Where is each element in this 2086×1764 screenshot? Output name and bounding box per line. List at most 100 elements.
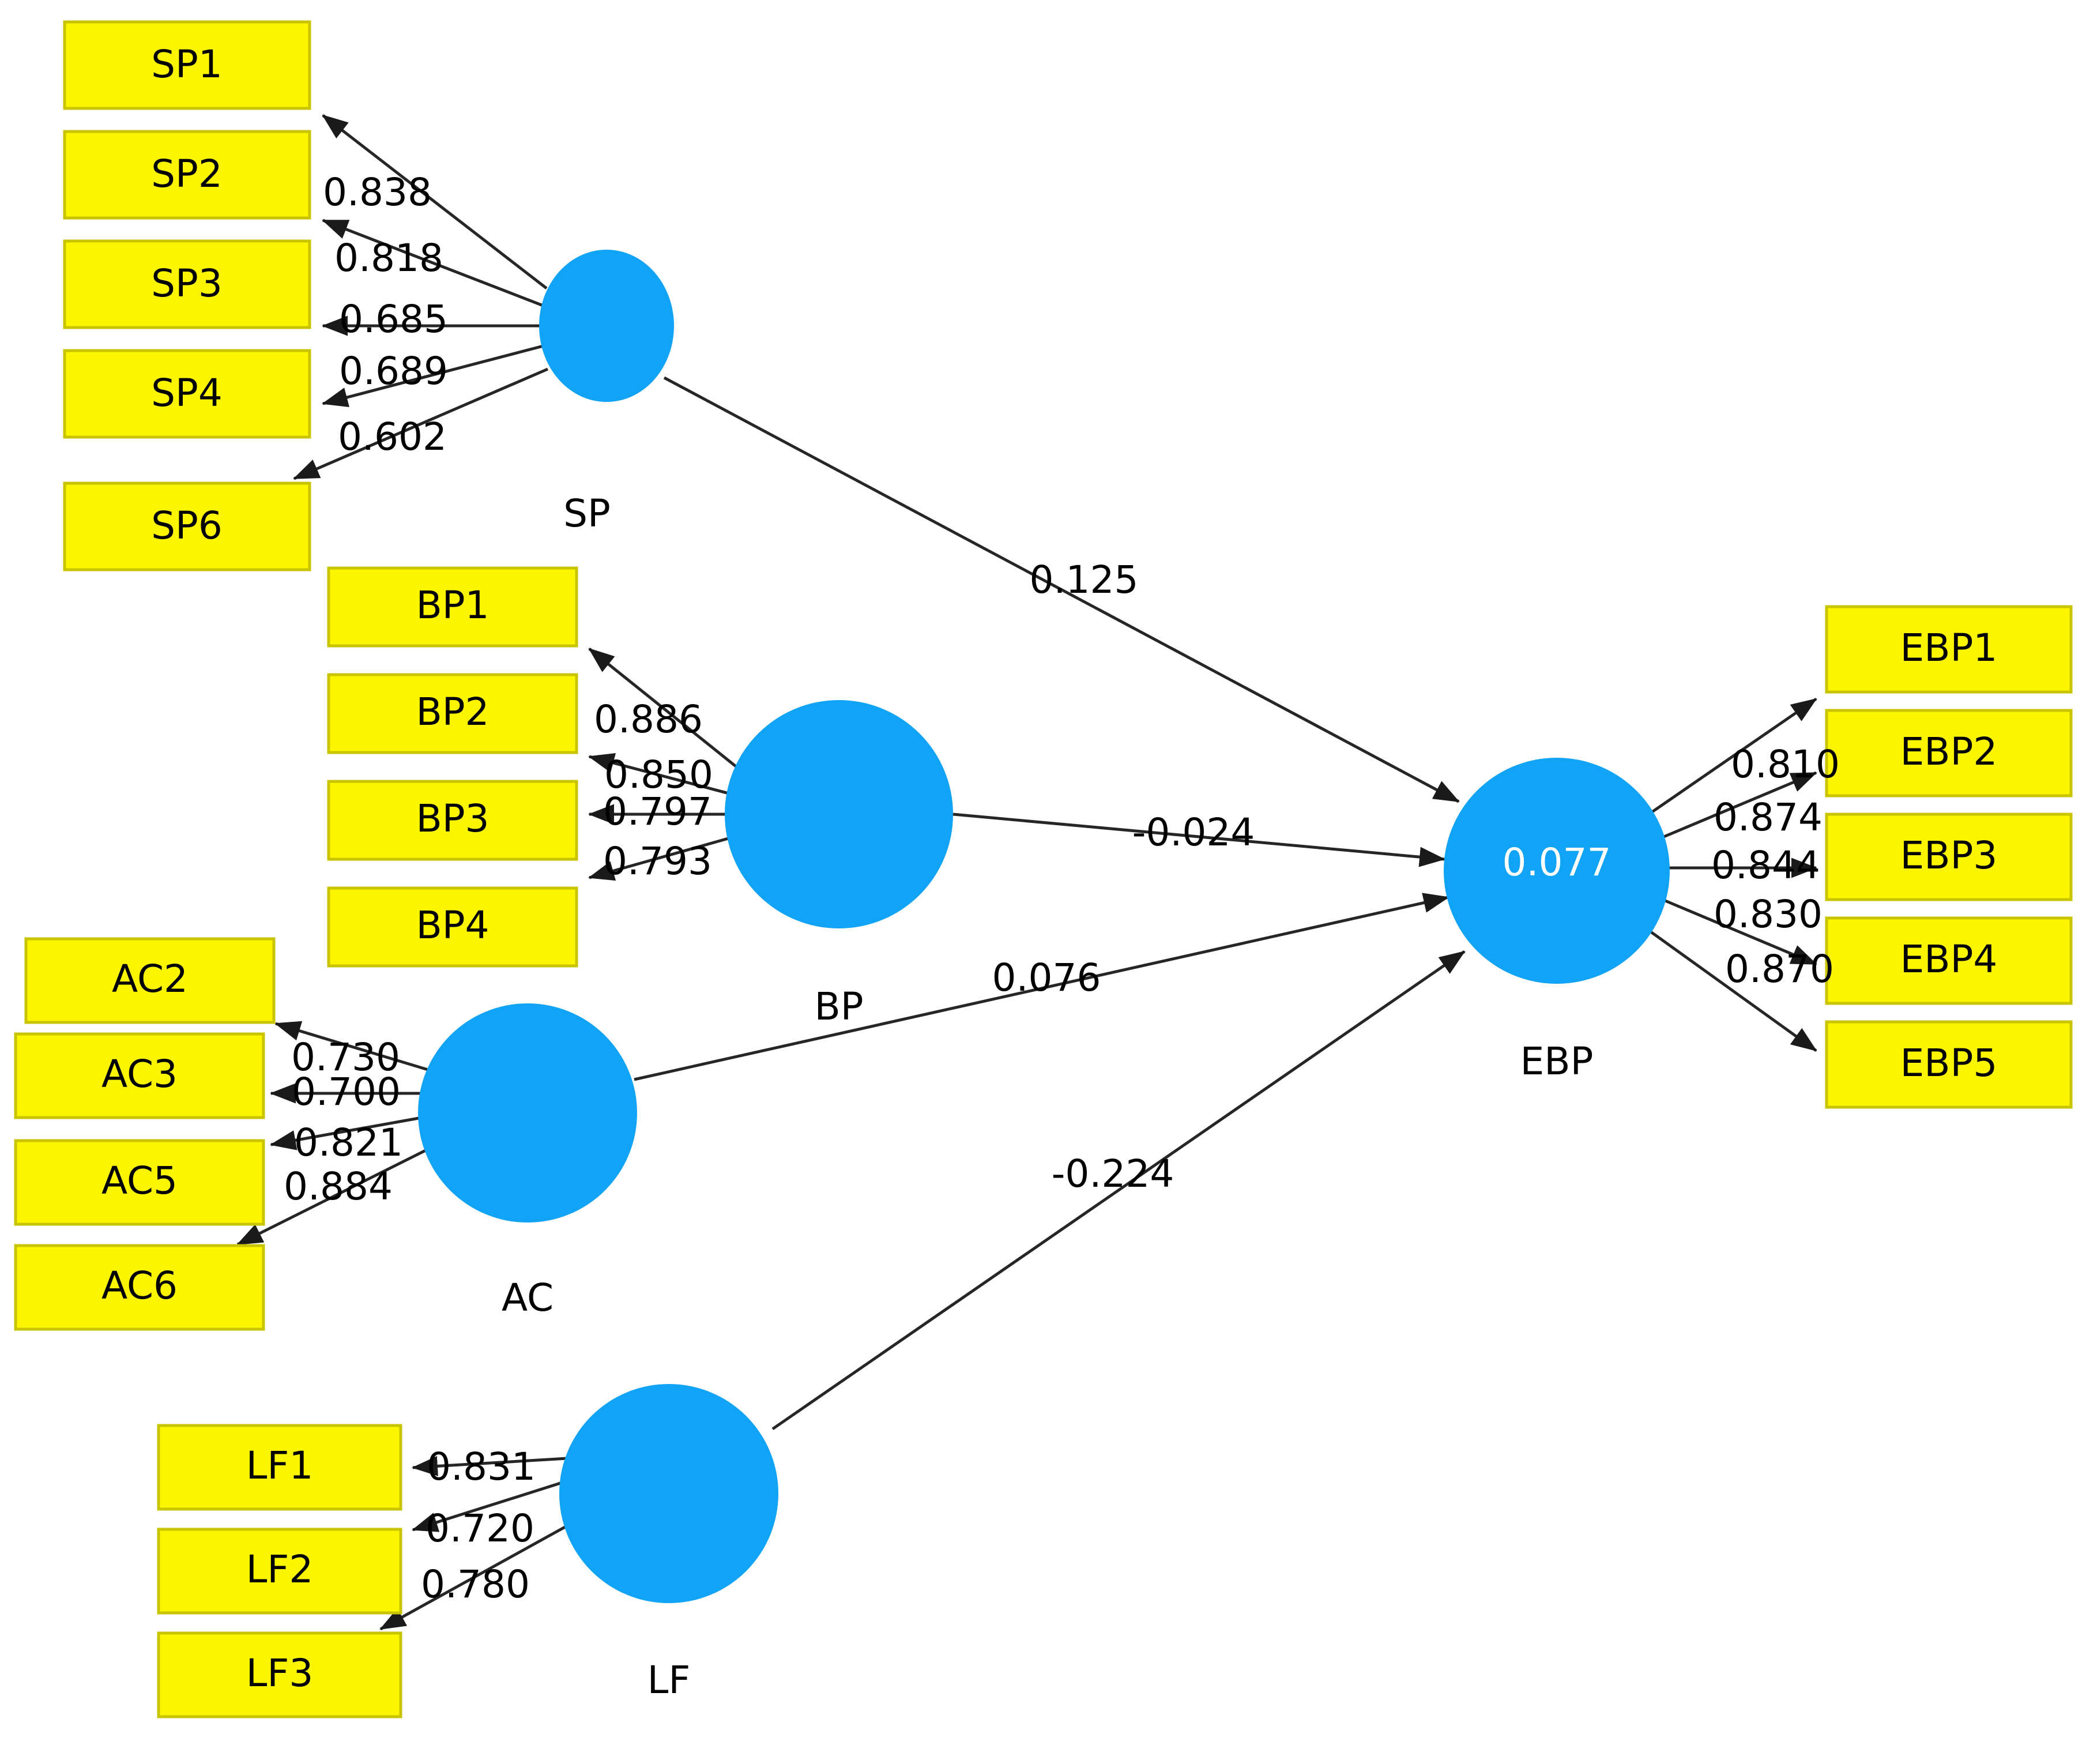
indicator-label-ebp2: EBP2	[1900, 729, 1998, 774]
edge-bp-bp2	[588, 753, 734, 796]
loading-label-bp1: 0.886	[594, 697, 703, 742]
indicator-box-bp4[interactable]	[327, 886, 578, 968]
group-bp: BP1 BP2 BP3 BP4 0.886 0.850 0.797 0.793 …	[327, 566, 953, 1029]
latent-label-ac: AC	[502, 1276, 553, 1320]
latent-label-bp: BP	[814, 984, 863, 1029]
group-ebp: EBP1 EBP2 EBP3 EBP4 EBP5 0.810 0.874 0.8…	[1444, 605, 2073, 1109]
edge-ebp-ebp1	[1641, 697, 1817, 821]
indicator-box-ebp5[interactable]	[1825, 1020, 2073, 1109]
loading-label-sp6: 0.602	[338, 415, 447, 459]
edge-ebp-ebp4	[1656, 896, 1817, 966]
indicator-box-sp6[interactable]	[63, 482, 311, 571]
indicator-box-ebp4[interactable]	[1825, 916, 2073, 1005]
loading-label-bp4: 0.793	[603, 839, 712, 883]
loading-label-ebp1: 0.810	[1731, 742, 1840, 787]
loading-label-sp4: 0.689	[339, 349, 448, 393]
latent-circle-ebp[interactable]	[1444, 758, 1670, 984]
indicator-label-sp3: SP3	[151, 261, 223, 306]
indicator-label-bp1: BP1	[416, 583, 489, 627]
edge-bp-bp1	[588, 648, 745, 774]
indicator-box-ac5[interactable]	[14, 1139, 265, 1226]
loading-label-ac2: 0.730	[291, 1035, 400, 1080]
loading-label-sp2: 0.818	[334, 236, 443, 280]
loading-label-lf3: 0.780	[421, 1562, 530, 1607]
edge-lf-to-ebp	[771, 950, 1466, 1431]
indicator-box-bp1[interactable]	[327, 566, 578, 648]
group-ac: AC2 AC3 AC5 AC6 0.730 0.700 0.821 0.884 …	[14, 937, 637, 1331]
indicator-label-ebp5: EBP5	[1900, 1041, 1998, 1085]
latent-label-ebp: EBP	[1520, 1039, 1594, 1084]
indicator-label-lf2: LF2	[246, 1547, 314, 1592]
latent-r2-ebp: 0.077	[1503, 840, 1611, 885]
indicator-label-ebp1: EBP1	[1900, 626, 1998, 670]
group-structural-paths: 0.125 -0.024 0.076 -0.224	[634, 376, 1466, 1431]
latent-circle-sp[interactable]	[539, 250, 674, 402]
indicator-box-ebp1[interactable]	[1825, 605, 2073, 694]
path-coefficient-bp-ebp: -0.024	[1132, 810, 1255, 855]
edge-bp-to-ebp	[952, 813, 1445, 867]
indicator-box-bp3[interactable]	[327, 780, 578, 861]
indicator-box-ac6[interactable]	[14, 1244, 265, 1331]
loading-label-ac6: 0.884	[284, 1164, 393, 1209]
indicator-box-sp2[interactable]	[63, 130, 311, 220]
indicator-label-sp1: SP1	[151, 42, 223, 86]
indicator-label-lf3: LF3	[246, 1651, 314, 1695]
loading-label-lf2: 0.720	[426, 1506, 534, 1551]
edge-sp-sp6	[293, 367, 548, 480]
edge-ac-to-ebp	[634, 893, 1449, 1081]
loading-label-ac3: 0.700	[292, 1070, 401, 1114]
indicator-box-sp3[interactable]	[63, 239, 311, 329]
loading-label-bp3: 0.797	[603, 789, 712, 834]
indicator-box-sp1[interactable]	[63, 20, 311, 110]
indicator-label-ebp3: EBP3	[1900, 833, 1998, 878]
edge-sp-sp1	[322, 114, 548, 289]
latent-circle-lf[interactable]	[559, 1384, 778, 1603]
indicator-label-ebp4: EBP4	[1900, 937, 1998, 981]
edge-ebp-ebp5	[1641, 924, 1817, 1052]
edge-ac-ac2	[274, 1021, 434, 1073]
latent-circle-bp[interactable]	[725, 700, 953, 928]
indicator-box-lf3[interactable]	[157, 1631, 402, 1718]
indicator-label-sp4: SP4	[151, 371, 223, 415]
indicator-box-sp4[interactable]	[63, 349, 311, 439]
edge-bp-bp4	[588, 836, 733, 881]
indicator-label-ac6: AC6	[101, 1263, 178, 1308]
edge-sp-to-ebp	[663, 376, 1460, 803]
loading-label-bp2: 0.850	[604, 753, 713, 797]
indicator-label-sp6: SP6	[151, 503, 223, 548]
loading-label-lf1: 0.831	[427, 1445, 536, 1489]
edge-ac-ac6	[236, 1145, 435, 1246]
indicator-label-bp3: BP3	[416, 796, 489, 841]
latent-circle-ac[interactable]	[418, 1003, 637, 1223]
edge-ebp-ebp2	[1656, 771, 1817, 841]
indicator-box-lf1[interactable]	[157, 1424, 402, 1511]
edge-ac-ac5	[270, 1116, 423, 1150]
indicator-box-ac3[interactable]	[14, 1032, 265, 1119]
indicator-label-sp2: SP2	[151, 152, 223, 196]
edge-sp-sp2	[322, 219, 544, 307]
indicator-box-ebp2[interactable]	[1825, 709, 2073, 798]
latent-label-lf: LF	[647, 1658, 691, 1702]
edge-lf-lf1	[412, 1455, 577, 1476]
indicator-label-bp2: BP2	[416, 690, 489, 734]
indicator-box-lf2[interactable]	[157, 1528, 402, 1615]
indicator-box-ebp3[interactable]	[1825, 813, 2073, 901]
group-sp: SP1 SP2 SP3 SP4 SP6 0.838 0.818 0.685 0.…	[63, 20, 674, 571]
path-coefficient-sp-ebp: 0.125	[1030, 558, 1139, 602]
loading-label-sp1: 0.838	[323, 170, 432, 215]
edge-sp-sp4	[322, 344, 544, 408]
indicator-box-bp2[interactable]	[327, 673, 578, 754]
path-coefficient-ac-ebp: 0.076	[992, 956, 1101, 1000]
loading-label-sp3: 0.685	[339, 297, 448, 341]
edge-lf-lf2	[412, 1480, 564, 1532]
latent-label-sp: SP	[563, 491, 611, 536]
indicator-box-ac2[interactable]	[24, 937, 276, 1024]
indicator-label-lf1: LF1	[246, 1443, 314, 1488]
loading-label-ebp3: 0.844	[1711, 843, 1820, 887]
loading-label-ebp2: 0.874	[1714, 795, 1823, 840]
loading-label-ebp4: 0.830	[1714, 892, 1823, 936]
indicator-label-ac2: AC2	[112, 957, 188, 1001]
indicator-label-ac5: AC5	[101, 1159, 178, 1203]
